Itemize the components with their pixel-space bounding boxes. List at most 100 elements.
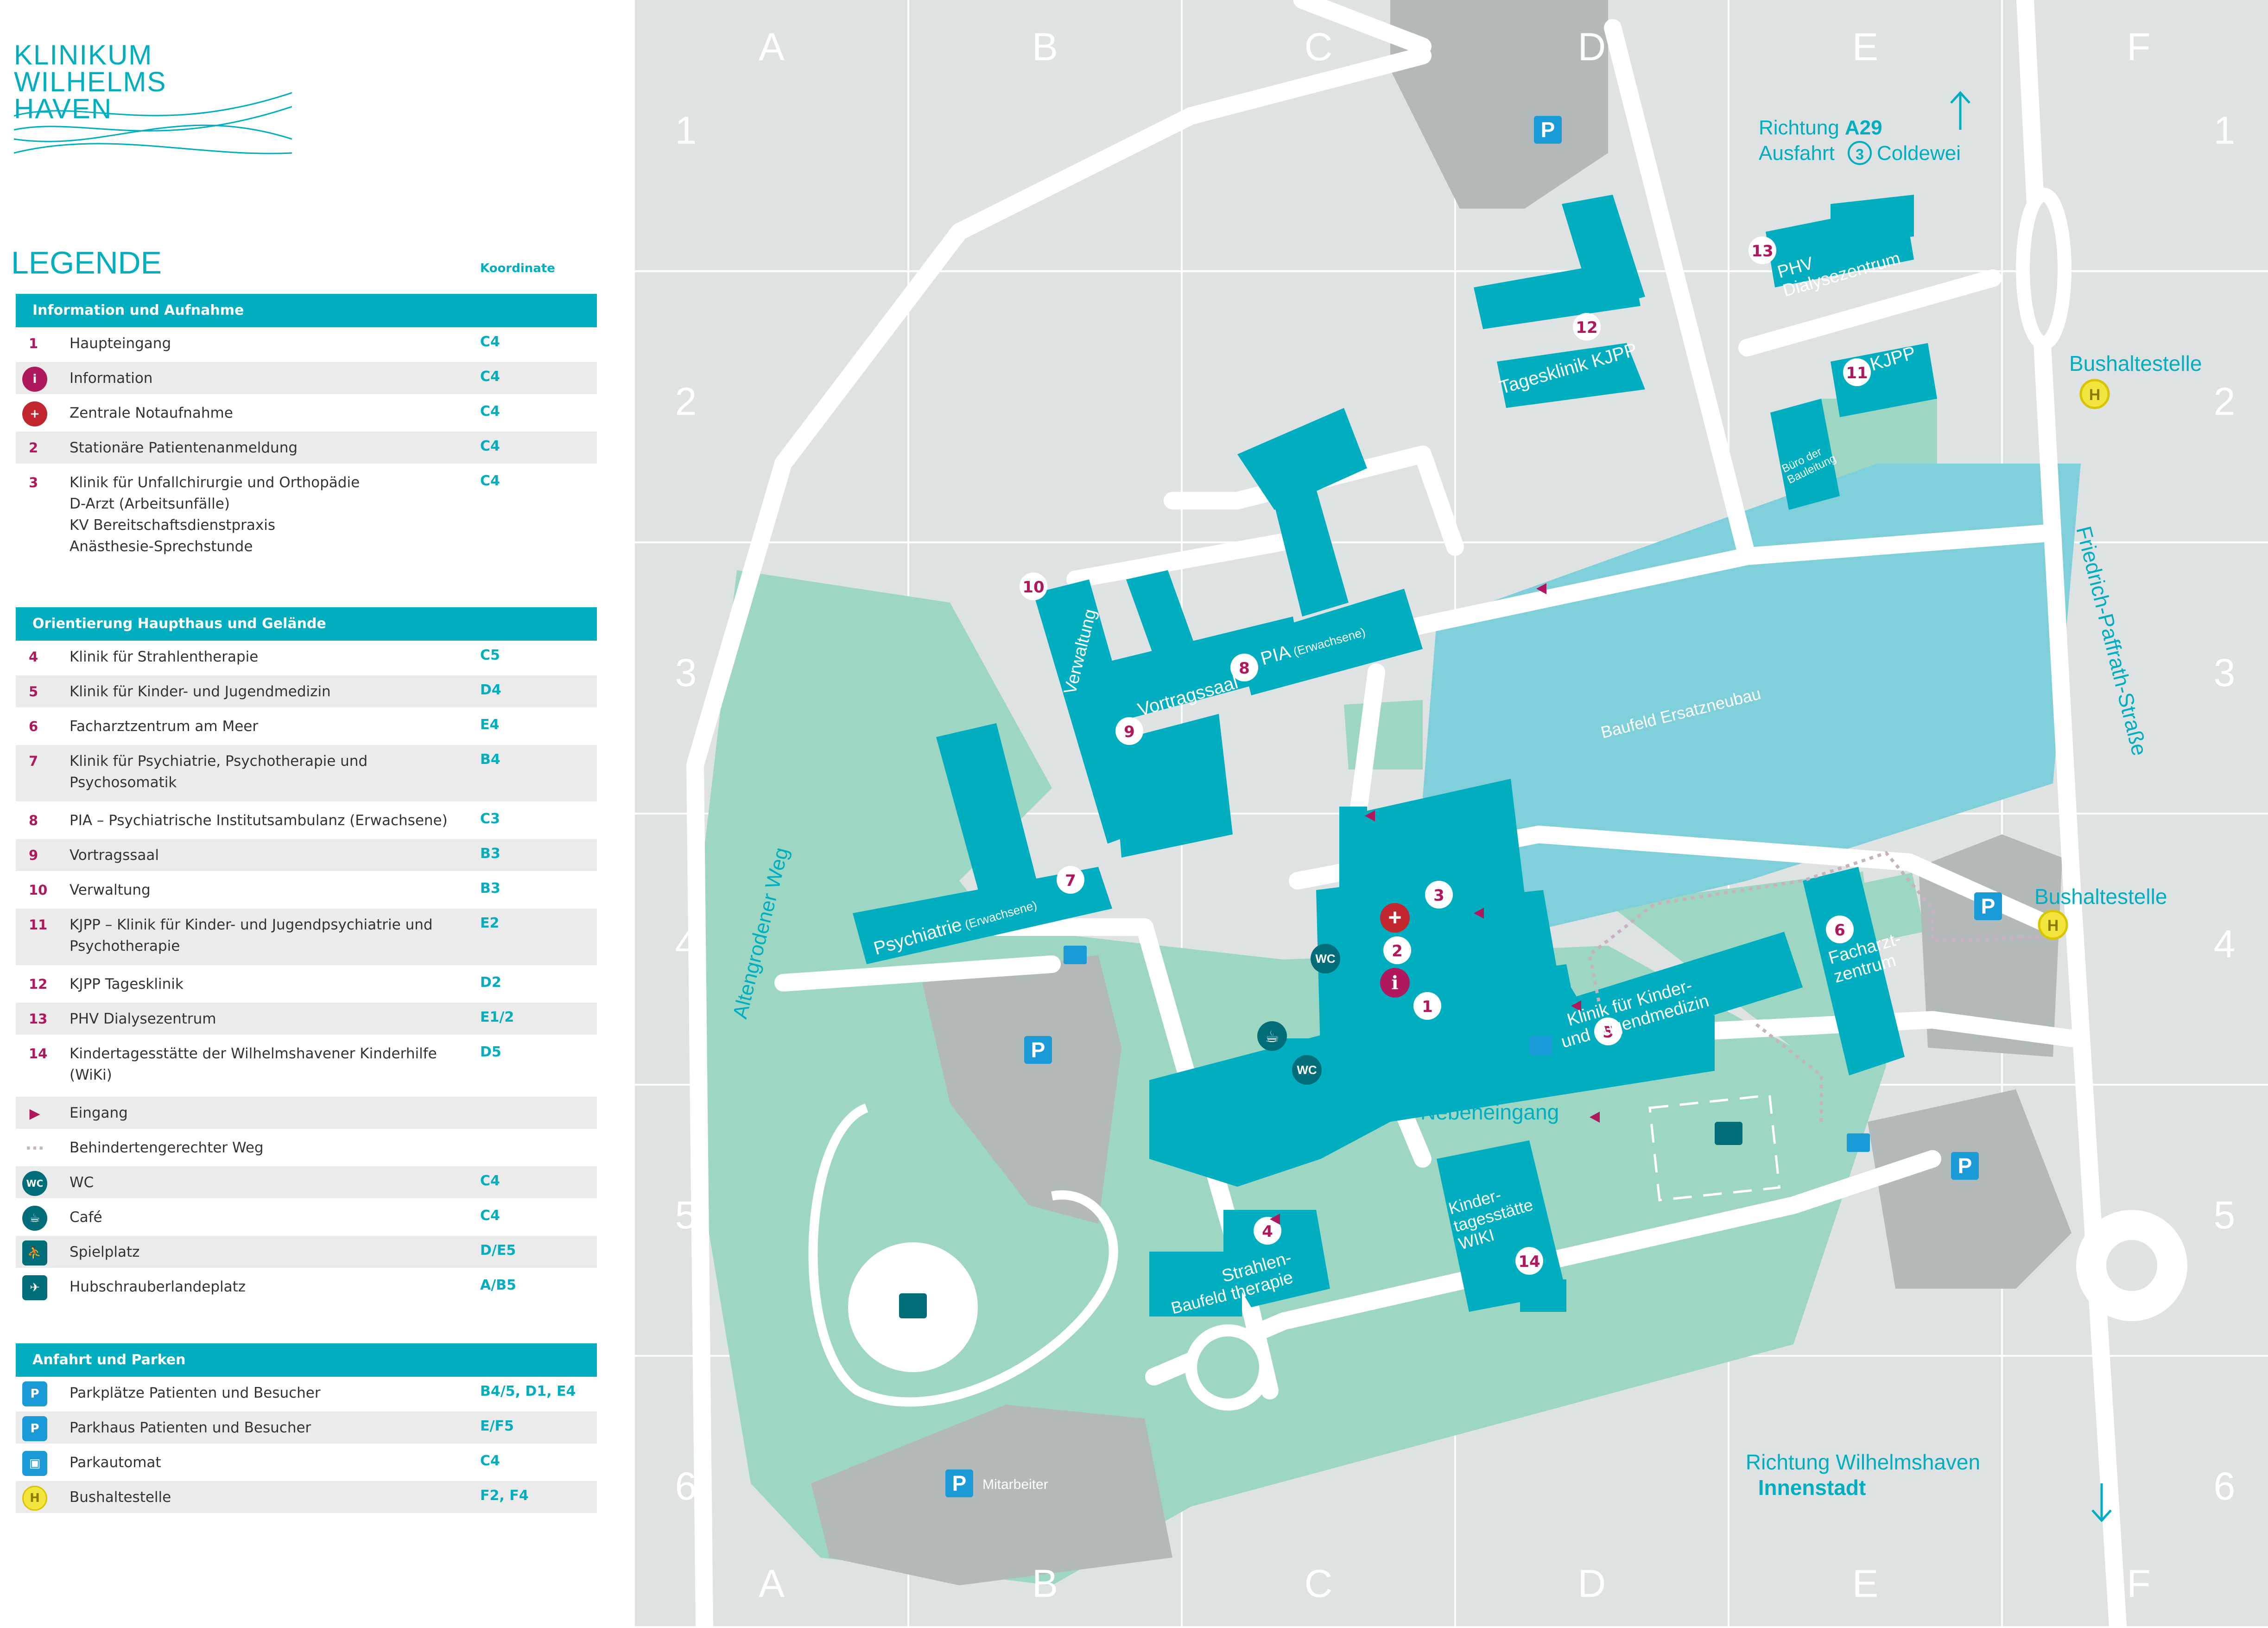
- marker-badge: [1594, 1018, 1622, 1045]
- coord-header: Koordinate: [480, 261, 555, 275]
- construction-site: [1423, 464, 2081, 932]
- marker-number: 8: [29, 813, 38, 828]
- legend-coordinate: C4: [480, 473, 500, 489]
- cafe-glyph: ☕: [1265, 1028, 1279, 1046]
- entrance-arrow-icon: [1571, 1000, 1581, 1011]
- bus-stop-icon: H: [22, 1486, 47, 1511]
- road: [686, 47, 1432, 1628]
- grid-row-label: 4: [2214, 922, 2236, 966]
- wc-label: WC: [1297, 1063, 1317, 1077]
- parking-area: [922, 955, 1121, 1224]
- road: [774, 955, 1061, 992]
- parking-icon: [1974, 892, 2002, 920]
- legend-label: Parkhaus Patienten und Besucher: [70, 1419, 311, 1436]
- direction-north-exit-label-2: Coldewei: [1877, 142, 1961, 165]
- legend-section-title: Information und Aufnahme: [16, 294, 597, 327]
- legend-label: Verwaltung: [70, 882, 151, 898]
- legend-coordinate: E4: [480, 717, 500, 733]
- bus-stop-glyph: H: [2047, 917, 2059, 935]
- marker-badge: [1020, 572, 1047, 600]
- grid-row-label: 5: [675, 1193, 697, 1237]
- legend-coordinate: D4: [480, 682, 501, 698]
- entrance-arrow-icon: [1474, 908, 1484, 919]
- building: [1237, 408, 1367, 510]
- building: [1803, 867, 1905, 1075]
- road-loop: [1185, 1324, 1271, 1411]
- legend-row: 8 PIA – Psychiatrische Institutsambulanz …: [16, 804, 597, 839]
- accessible-path: [1755, 1023, 1823, 1122]
- parking-icon-label: P: [1541, 118, 1555, 142]
- legend-label: Stationäre Patientenanmeldung: [70, 439, 298, 456]
- legend-coordinate: E/F5: [480, 1418, 514, 1434]
- parking-icon: P: [22, 1381, 47, 1406]
- grid-col-label: F: [2127, 25, 2150, 69]
- direction-north-label: Richtung A29: [1759, 116, 1882, 139]
- grid-col-label: C: [1305, 25, 1333, 69]
- building: [1770, 399, 1840, 510]
- marker-badge: [1425, 881, 1453, 909]
- marker-number-12: 12: [1576, 318, 1597, 337]
- legend-coordinate: C5: [480, 647, 500, 663]
- road: [1293, 0, 1432, 55]
- grid-row-label: 4: [675, 922, 697, 966]
- logo-waves-icon: [14, 92, 292, 154]
- info-icon: i: [22, 367, 47, 392]
- bus-stop-label: Bushaltestelle: [2034, 884, 2167, 909]
- main-entrance-label: Haupt-eingang: [1457, 952, 1533, 999]
- grid-col-label: E: [1852, 1562, 1878, 1605]
- cafe-icon: ☕: [22, 1206, 47, 1231]
- emergency-cross-icon: [1380, 903, 1410, 933]
- legend-coordinate: C4: [480, 334, 500, 350]
- legend-row: ··· Behindertengerechter Weg: [16, 1132, 597, 1166]
- legend-row: ▶Eingang: [16, 1097, 597, 1132]
- grid-col-label: B: [1032, 1562, 1058, 1605]
- legend-coordinate: D5: [480, 1044, 501, 1060]
- legend-label: Zentrale Notaufnahme: [70, 405, 233, 421]
- legend-coordinate: C4: [480, 1453, 500, 1469]
- legend-coordinate: C4: [480, 1173, 500, 1189]
- marker-number-7: 7: [1065, 871, 1076, 890]
- legend-label: Haupteingang: [70, 335, 171, 352]
- marker-number-4: 4: [1262, 1222, 1273, 1241]
- building: [936, 723, 1043, 922]
- wc-label: WC: [1315, 952, 1336, 966]
- side-entrance-label: Nebeneingang: [1420, 1100, 1559, 1124]
- legend-coordinate: A/B5: [480, 1277, 516, 1293]
- parking-icon: [1024, 1036, 1052, 1064]
- marker-number: 14: [29, 1046, 48, 1062]
- legend-label: Bushaltestelle: [70, 1489, 171, 1506]
- entrance-arrow-icon: [1590, 1112, 1600, 1123]
- playground-icon: ⛹: [22, 1240, 47, 1266]
- direction-south-label-2: Innenstadt: [1758, 1475, 1866, 1500]
- building: [1270, 473, 1349, 617]
- marker-number: 11: [29, 917, 48, 933]
- legend-label: PIA – Psychiatrische Institutsambulanz (…: [70, 812, 448, 829]
- marker-badge: [1515, 1247, 1543, 1275]
- marker-number: 2: [29, 440, 38, 456]
- marker-number: 12: [29, 976, 48, 992]
- parking-icon-label: P: [952, 1471, 967, 1495]
- accessible-path-icon: ···: [25, 1139, 44, 1158]
- legend-label: Behindertengerechter Weg: [70, 1139, 264, 1156]
- building: [1237, 589, 1423, 695]
- green-area: [1344, 700, 1423, 769]
- grid-col-label: A: [759, 25, 785, 69]
- parking-garage-icon-label: P: [1958, 1154, 1972, 1178]
- marker-badge: [1057, 866, 1084, 894]
- parking-icon-label: P: [1031, 1038, 1045, 1062]
- playground-icon: [1715, 1122, 1742, 1145]
- road: [1738, 269, 2002, 356]
- marker-badge: [1413, 992, 1441, 1020]
- building: [1520, 1279, 1566, 1312]
- info-icon-glyph: i: [1391, 972, 1398, 994]
